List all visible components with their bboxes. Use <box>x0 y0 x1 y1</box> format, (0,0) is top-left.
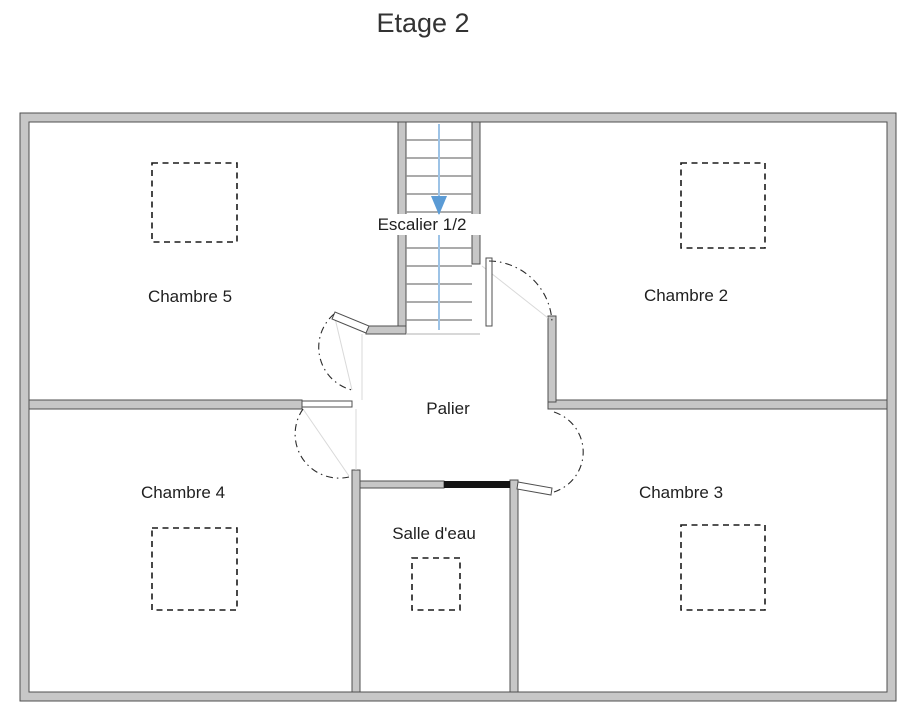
room-label-escalier: Escalier 1/2 <box>378 215 467 234</box>
door-swing-arc-chambre3 <box>553 411 584 493</box>
room-label-chambre-4: Chambre 4 <box>141 483 225 502</box>
floor-edge-line <box>302 408 350 477</box>
floor-edges <box>302 265 549 477</box>
room-label-chambre-2: Chambre 2 <box>644 286 728 305</box>
door-leaf-chambre5 <box>331 311 370 334</box>
wall-mid-left <box>28 399 303 410</box>
stair-treads <box>406 139 480 335</box>
door-swing-arc-chambre4 <box>294 408 350 479</box>
room-label-salle-deau: Salle d'eau <box>392 524 476 543</box>
wall-salle-deau-left <box>351 469 361 693</box>
wall-stair-bottom-stub <box>365 325 407 335</box>
door-leaf-chambre3 <box>516 481 553 496</box>
exterior-walls <box>19 112 897 702</box>
door-leaf-chambre4 <box>301 400 353 408</box>
skylight-markers <box>151 162 766 611</box>
floor-edge-line <box>481 265 549 319</box>
door-leaves <box>301 257 553 496</box>
floor-edge-line <box>333 313 353 391</box>
wall-stair-right <box>471 121 481 265</box>
wall-salle-deau-top <box>359 480 445 489</box>
skylight-marker-chambre3 <box>680 524 766 611</box>
page-title: Etage 2 <box>376 8 469 38</box>
door-swing-arc-chambre5 <box>318 313 353 391</box>
room-label-chambre-3: Chambre 3 <box>639 483 723 502</box>
skylight-marker-chambre5 <box>151 162 238 243</box>
room-label-chambre-5: Chambre 5 <box>148 287 232 306</box>
stair-label-background <box>360 214 484 235</box>
door-swing-arcs <box>294 260 584 493</box>
door-leaf-chambre2 <box>485 257 493 327</box>
door-swing-arc-chambre2 <box>488 260 553 323</box>
skylight-marker-salle-deau <box>411 557 461 611</box>
wall-palier-right <box>547 315 557 403</box>
skylight-marker-chambre4 <box>151 527 238 611</box>
wall-salle-deau-right <box>509 479 519 693</box>
room-label-palier: Palier <box>426 399 470 418</box>
salle-deau-door <box>444 481 510 488</box>
stair-down-arrow-icon <box>431 196 447 215</box>
skylight-marker-chambre2 <box>680 162 766 249</box>
wall-mid-right <box>547 399 888 410</box>
